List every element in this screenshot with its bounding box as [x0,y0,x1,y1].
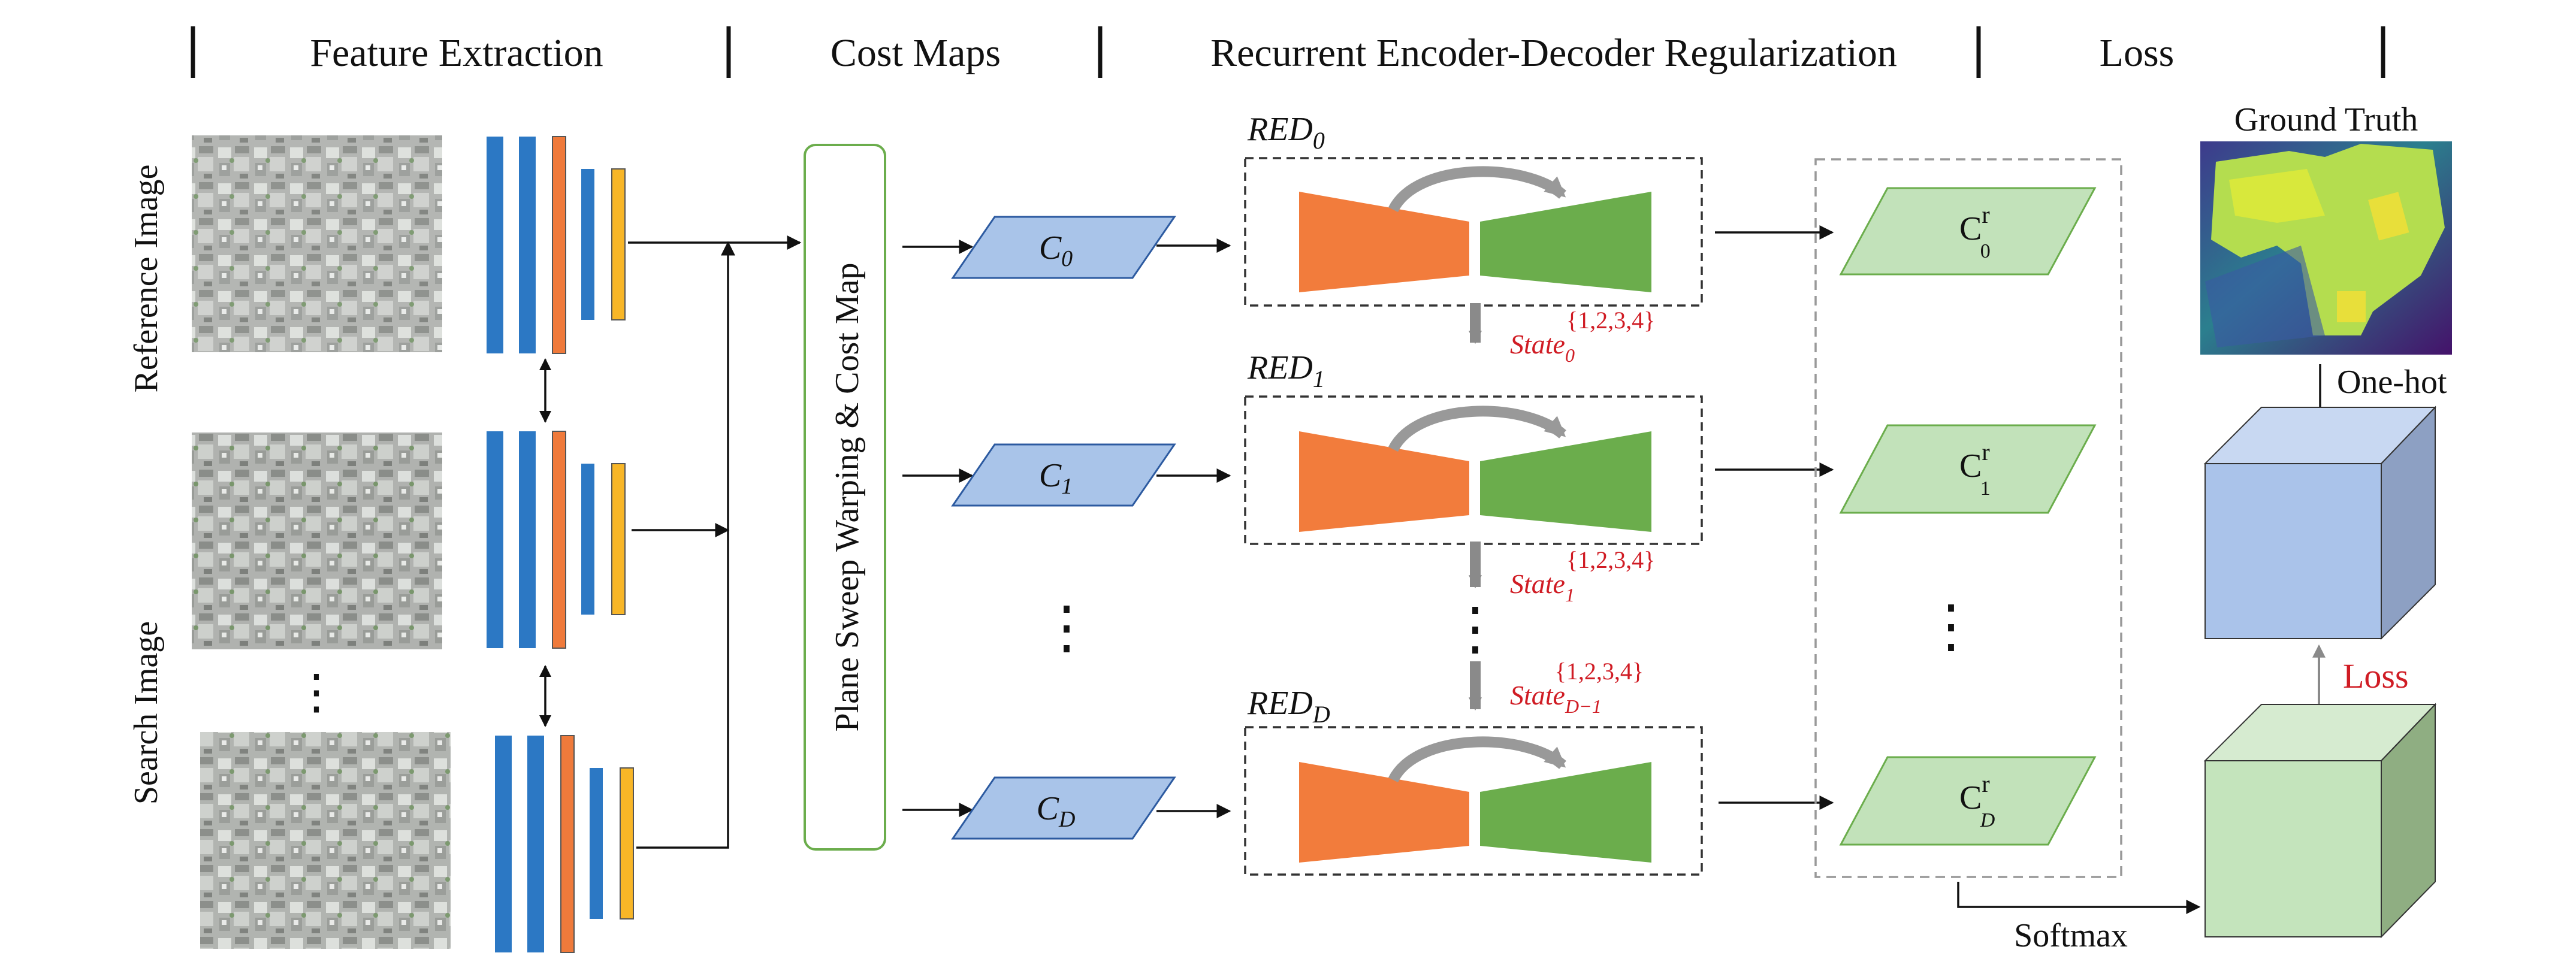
ground-truth-label: Ground Truth [2234,101,2418,138]
loss-label: Loss [2343,657,2409,695]
feature-arrow [636,241,735,849]
reg-ellipsis: ⋮ [1922,594,1980,658]
svg-text:C1: C1 [1039,457,1073,499]
reference-image [192,135,442,352]
feature-stack [487,431,626,649]
header-regularization: Recurrent Encoder-Decoder Regularization [1210,31,1897,75]
plane-sweep-block [804,144,886,851]
ground-truth-depth-image [2200,141,2452,355]
feature-stack [487,136,626,354]
state-arrow-1: State1{1,2,3,4} [1469,542,1655,606]
one-hot-label: One-hot [2337,364,2447,401]
cost-map-d: CD [902,776,1231,840]
svg-text:State0{1,2,3,4}: State0{1,2,3,4} [1510,307,1655,366]
feature-stack [495,735,634,953]
red-block-d: REDD [1244,685,1834,876]
section-headers: Feature Extraction Cost Maps Recurrent E… [191,26,2385,78]
cost-map-1: C1 [902,443,1231,507]
state-arrow-0: State0{1,2,3,4} [1469,303,1655,366]
red-block-0: RED0 [1244,111,1834,307]
svg-text:StateD−1{1,2,3,4}: StateD−1{1,2,3,4} [1510,658,1644,717]
softmax-label: Softmax [2014,917,2128,954]
softmax-arrow [1957,882,2201,914]
red-ellipsis: ⋮ [1446,597,1504,661]
search-image [200,732,451,949]
one-hot-cube [2203,406,2437,640]
search-image-label: Search Image [128,621,165,804]
svg-text:CrD: CrD [1959,770,1995,831]
state-arrow-d-minus-1: StateD−1{1,2,3,4} [1469,658,1644,717]
search-image [192,432,442,649]
svg-text:C0: C0 [1039,229,1073,271]
header-loss: Loss [2100,31,2175,75]
cost-maps-ellipsis: ⋮ [1038,595,1095,660]
svg-text:RED0: RED0 [1247,111,1325,154]
plane-sweep-label: Plane Sweep Warping & Cost Map [829,262,866,731]
svg-text:RED1: RED1 [1247,349,1325,392]
svg-text:REDD: REDD [1247,685,1330,728]
svg-text:Cr1: Cr1 [1959,438,1991,500]
cost-map-0: C0 [902,216,1231,279]
svg-text:State1{1,2,3,4}: State1{1,2,3,4} [1510,546,1655,606]
svg-text:Cr0: Cr0 [1959,201,1991,262]
regularized-maps-group [1814,158,2122,878]
header-feature-extraction: Feature Extraction [310,31,603,75]
svg-text:CD: CD [1037,790,1076,832]
reference-image-label: Reference Image [128,165,165,393]
more-images-ellipsis: ⋮ [292,666,340,719]
red-block-1: RED1 [1244,349,1834,545]
header-cost-maps: Cost Maps [831,31,1001,75]
prediction-cube [2203,703,2437,939]
